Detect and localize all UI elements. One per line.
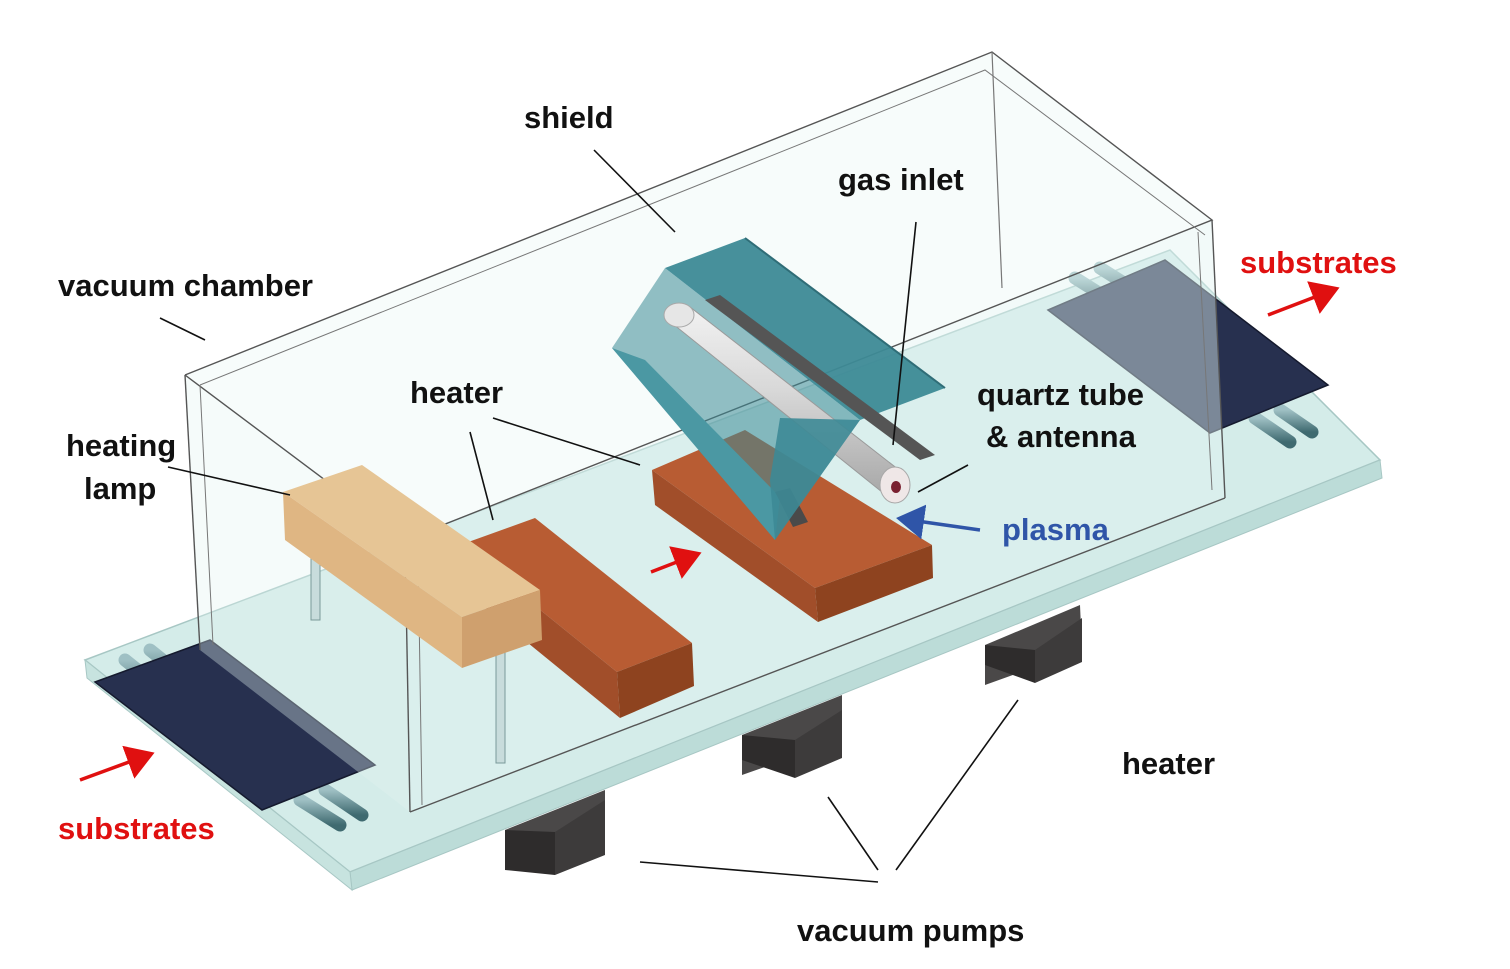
- label-heater-top: heater: [410, 375, 503, 410]
- rollers-left-front: [293, 783, 369, 832]
- leader-lines: [159, 149, 1019, 883]
- label-heater-bottom: heater: [1122, 746, 1215, 781]
- arrow-substrates-out: [1267, 281, 1340, 317]
- label-plasma: plasma: [1002, 512, 1110, 547]
- label-gas-inlet: gas inlet: [838, 162, 964, 197]
- substrate-left: [93, 639, 377, 811]
- arrow-substrates-in: [79, 745, 155, 782]
- label-heating-lamp-1: heating: [66, 428, 176, 463]
- substrate-right: [1046, 259, 1330, 434]
- vacuum-pump-middle: [742, 695, 842, 778]
- vacuum-pump-right: [985, 605, 1082, 685]
- label-quartz-tube-2: & antenna: [986, 419, 1137, 454]
- heating-lamp: [283, 465, 542, 764]
- label-substrates-right: substrates: [1240, 245, 1397, 280]
- label-quartz-tube-1: quartz tube: [977, 377, 1144, 412]
- arrow-plasma: [896, 504, 981, 540]
- vacuum-pump-left: [505, 790, 605, 875]
- shield-front-panel: [770, 418, 860, 540]
- plasma-core: [891, 481, 901, 493]
- label-shield: shield: [524, 100, 614, 135]
- label-heating-lamp-2: lamp: [84, 471, 156, 506]
- arrow-transport: [650, 546, 702, 579]
- label-vacuum-pumps: vacuum pumps: [797, 913, 1024, 948]
- quartz-tube: [663, 302, 911, 504]
- rollers-right-front: [1248, 403, 1319, 449]
- label-substrates-left: substrates: [58, 811, 215, 846]
- label-vacuum-chamber: vacuum chamber: [58, 268, 313, 303]
